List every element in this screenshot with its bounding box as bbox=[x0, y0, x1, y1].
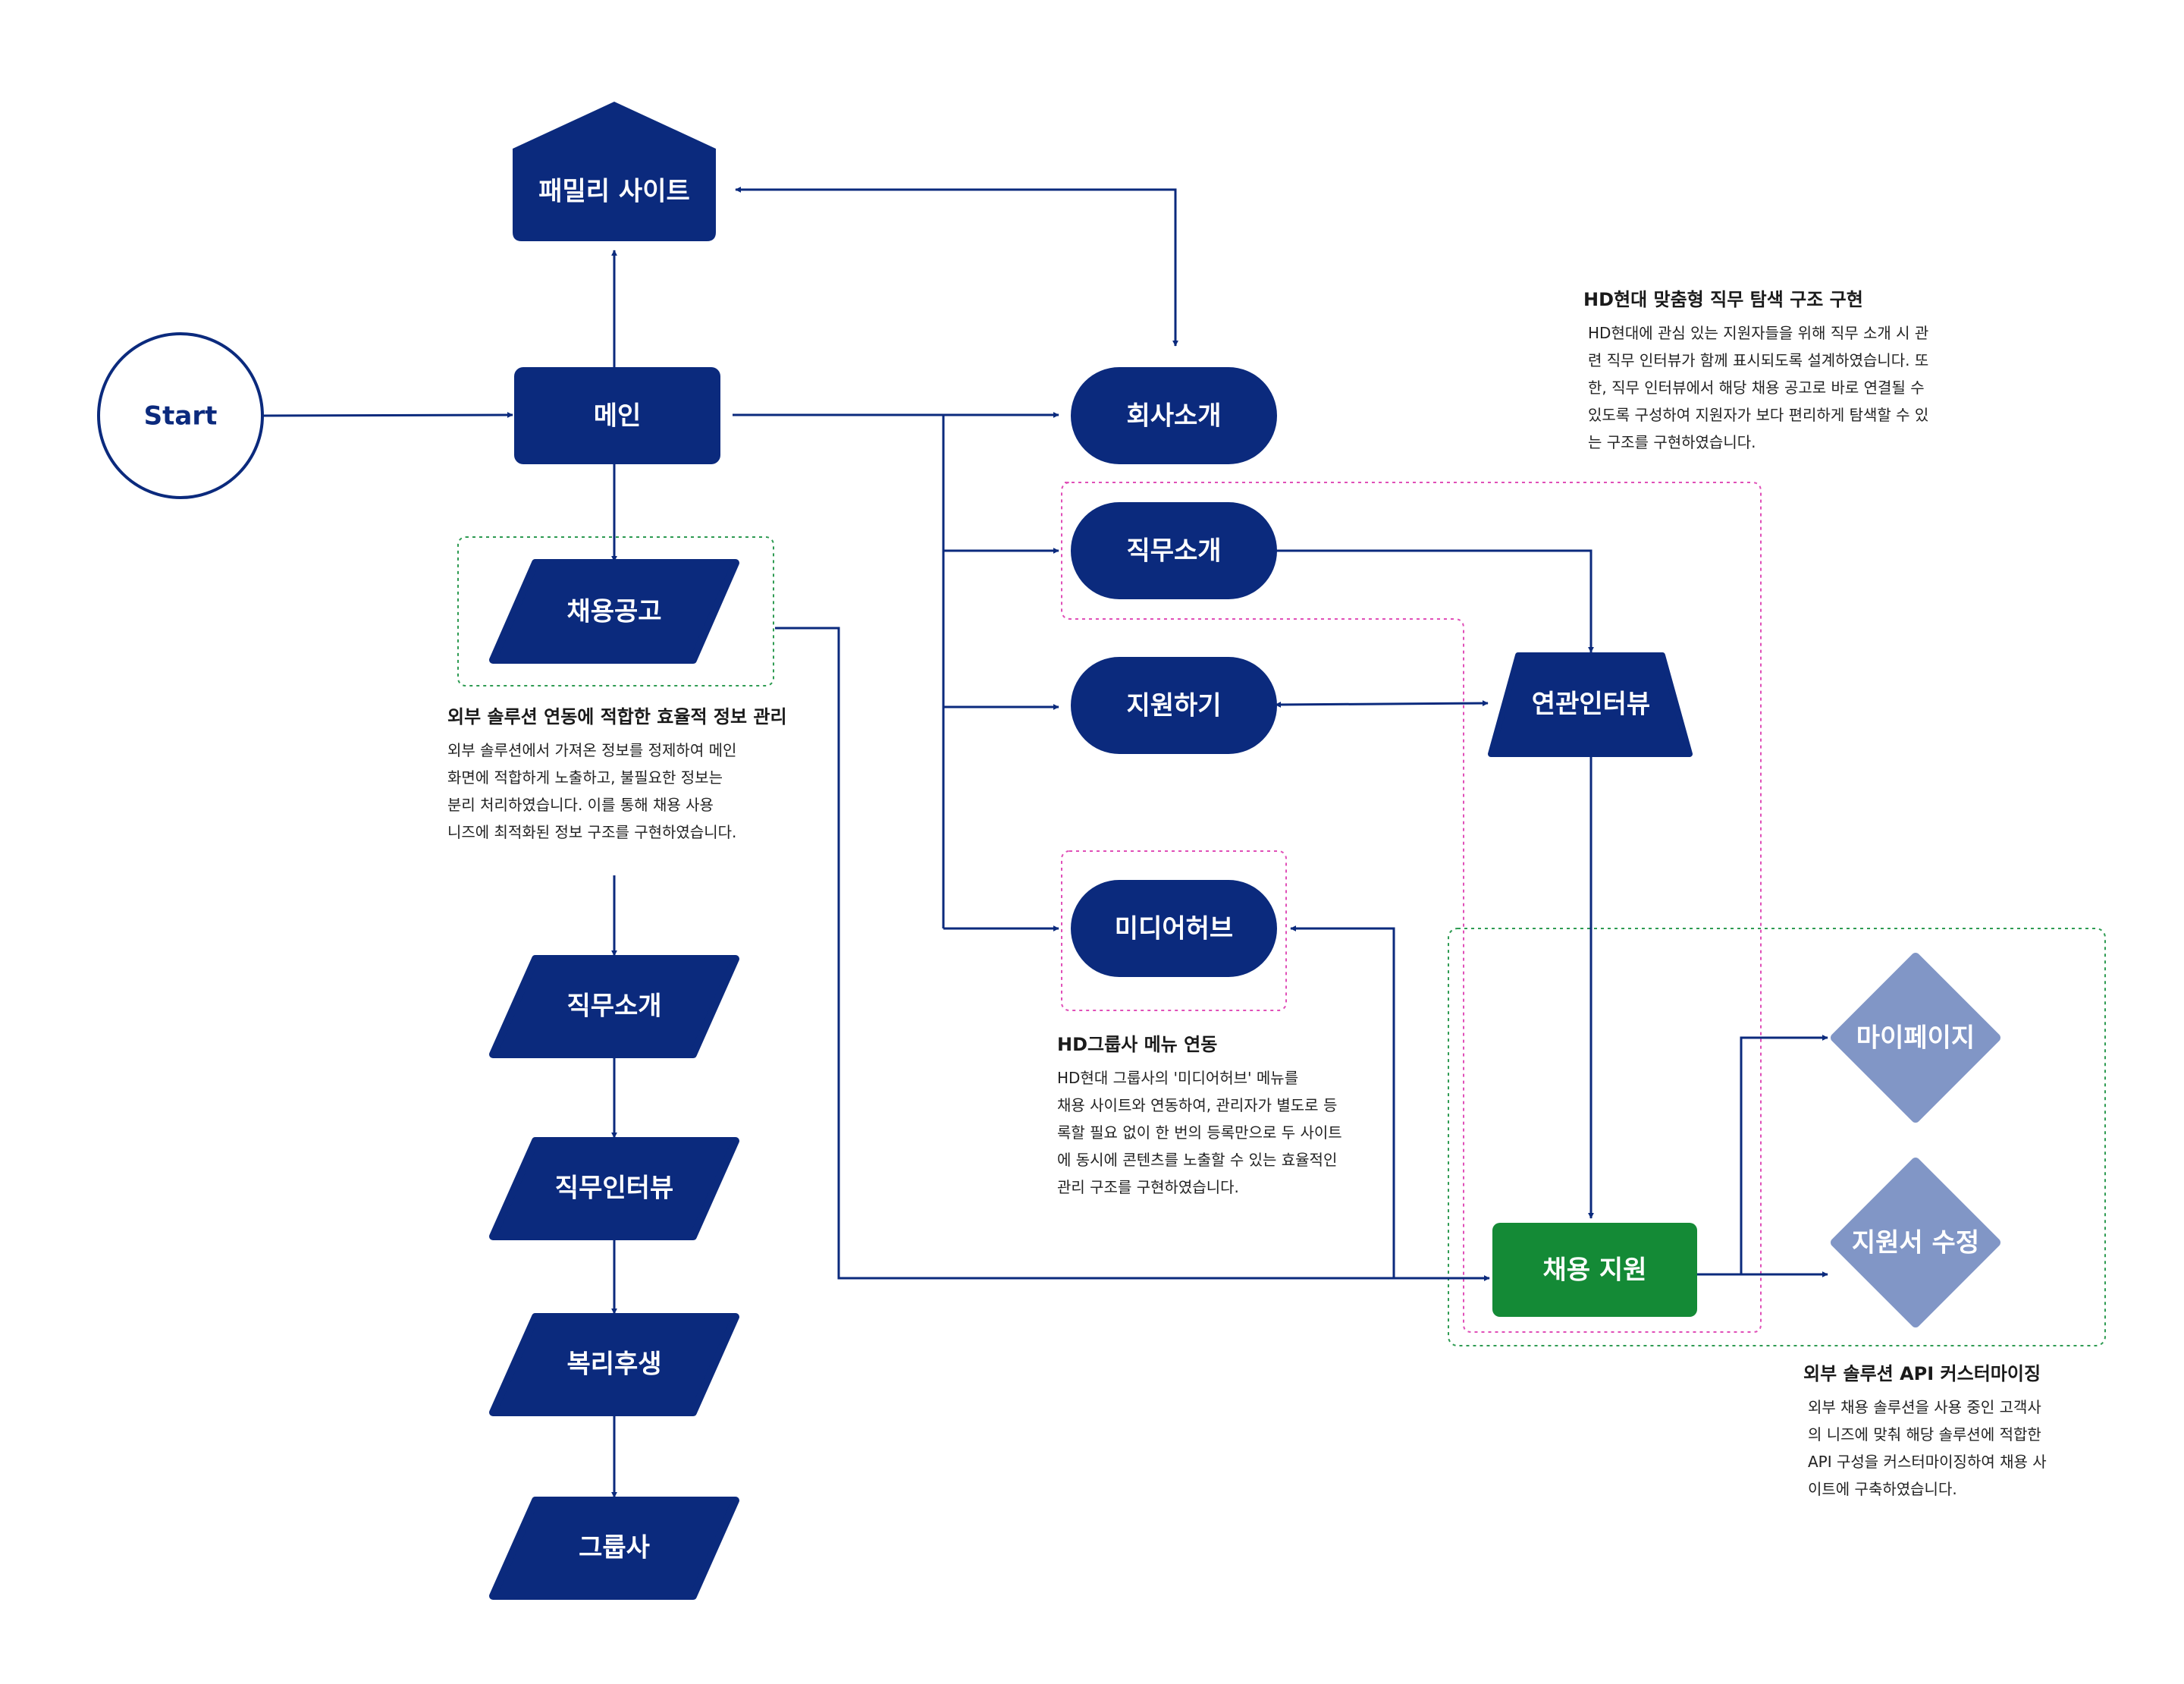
job-intro-right-node bbox=[1071, 502, 1277, 599]
recruit-to-apply-arrow bbox=[775, 627, 1490, 1281]
main-node bbox=[514, 367, 720, 464]
apply-node bbox=[1071, 657, 1277, 754]
job-intro-left-label: 직무소개 bbox=[566, 991, 661, 1022]
note-external-info: 외부 솔루션 연동에 적합한 효율적 정보 관리 외부 솔루션에서 가져온 정보… bbox=[447, 705, 842, 846]
note-job-search-body: HD현대에 관심 있는 지원자들을 위해 직무 소개 시 관 련 직무 인터뷰가… bbox=[1588, 324, 1929, 452]
recruit-notice-label: 채용공고 bbox=[566, 597, 661, 627]
note-group-menu-title: HD그룹사 메뉴 연동 bbox=[1057, 1034, 1218, 1055]
start-label: Start bbox=[144, 401, 218, 432]
start-node bbox=[97, 332, 264, 499]
note-api-custom-body: 외부 채용 솔루션을 사용 중인 고객사 의 니즈에 맞춰 해당 솔루션에 적합… bbox=[1808, 1398, 2047, 1499]
hub-to-media-arrow bbox=[1290, 925, 1395, 1278]
company-intro-label: 회사소개 bbox=[1126, 401, 1221, 432]
recruit-notice-node bbox=[489, 559, 739, 664]
related-interview-label: 연관인터뷰 bbox=[1532, 690, 1650, 720]
api-custom-group-border bbox=[1448, 928, 2106, 1346]
job-to-related-arrow bbox=[1274, 549, 1594, 653]
apply-related-arrow bbox=[1275, 700, 1489, 708]
note-external-info-body: 외부 솔루션에서 가져온 정보를 정제하여 메인 화면에 적합하게 노출하고, … bbox=[447, 741, 737, 842]
recruit-apply-label: 채용 지원 bbox=[1543, 1255, 1647, 1286]
group-company-node bbox=[489, 1497, 739, 1600]
family-company-arrow bbox=[735, 187, 1178, 347]
main-label: 메인 bbox=[594, 401, 642, 432]
job-intro-left-node bbox=[489, 955, 739, 1058]
welfare-node bbox=[489, 1313, 739, 1416]
family-site-label: 패밀리 사이트 bbox=[538, 177, 690, 207]
job-interview-node bbox=[489, 1137, 739, 1240]
recruit-apply-node bbox=[1492, 1223, 1697, 1317]
media-hub-group-border bbox=[1061, 850, 1287, 1011]
note-api-custom-title: 외부 솔루션 API 커스터마이징 bbox=[1803, 1363, 2041, 1384]
group-company-label: 그룹사 bbox=[579, 1533, 650, 1563]
edit-application-node bbox=[1831, 1158, 2000, 1327]
note-api-custom: 외부 솔루션 API 커스터마이징 외부 채용 솔루션을 사용 중인 고객사 의… bbox=[1803, 1362, 2152, 1503]
start-to-main-arrow bbox=[262, 412, 513, 419]
recruit-to-mypage-arrow bbox=[1697, 1035, 1828, 1276]
job-search-group-border bbox=[1061, 482, 1762, 1333]
mypage-node bbox=[1831, 953, 2000, 1123]
welfare-label: 복리후생 bbox=[566, 1349, 661, 1380]
mypage-label: 마이페이지 bbox=[1856, 1023, 1975, 1054]
note-group-menu: HD그룹사 메뉴 연동 HD현대 그룹사의 '미디어허브' 메뉴를 채용 사이트… bbox=[1057, 1033, 1436, 1201]
external-info-group-border bbox=[457, 536, 774, 686]
job-interview-label: 직무인터뷰 bbox=[555, 1173, 673, 1204]
apply-label: 지원하기 bbox=[1126, 691, 1221, 721]
family-site-node bbox=[513, 102, 716, 241]
media-hub-node bbox=[1071, 880, 1277, 977]
note-group-menu-body: HD현대 그룹사의 '미디어허브' 메뉴를 채용 사이트와 연동하여, 관리자가… bbox=[1057, 1069, 1342, 1197]
note-external-info-title: 외부 솔루션 연동에 적합한 효율적 정보 관리 bbox=[447, 706, 787, 727]
company-intro-node bbox=[1071, 367, 1277, 464]
edit-application-label: 지원서 수정 bbox=[1852, 1228, 1979, 1258]
media-hub-label: 미디어허브 bbox=[1115, 914, 1233, 944]
related-interview-node bbox=[1488, 652, 1693, 757]
note-job-search-title: HD현대 맞춤형 직무 탐색 구조 구현 bbox=[1583, 289, 1863, 310]
job-intro-right-label: 직무소개 bbox=[1126, 536, 1221, 567]
note-job-search: HD현대 맞춤형 직무 탐색 구조 구현 HD현대에 관심 있는 지원자들을 위… bbox=[1583, 288, 2008, 456]
